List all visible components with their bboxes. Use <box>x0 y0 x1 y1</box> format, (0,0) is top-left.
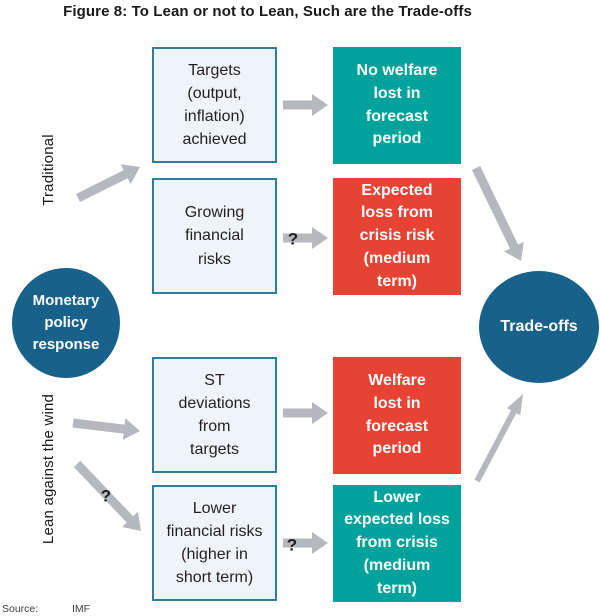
arrow-lean-branch-top <box>72 418 140 440</box>
branch-label-lean-against-the-wind: Lean against the wind <box>39 393 57 545</box>
box-expected-loss-crisis: Expected loss from crisis risk (medium t… <box>333 178 461 295</box>
box-targets-achieved: Targets (output, inflation) achieved <box>152 47 277 163</box>
arrow-row1 <box>283 94 328 116</box>
box-growing-financial-risks: Growing financial risks <box>152 178 277 294</box>
source-value: IMF <box>72 603 91 615</box>
question-mark-row2: ? <box>287 229 299 249</box>
arrow-to-tradeoffs-top <box>472 166 524 261</box>
figure-title: Figure 8: To Lean or not to Lean, Such a… <box>63 3 472 20</box>
arrow-traditional-branch <box>76 164 140 202</box>
arrow-to-tradeoffs-bottom <box>474 394 523 483</box>
branch-label-traditional: Traditional <box>39 134 57 206</box>
question-mark-lean-branch: ? <box>100 486 112 506</box>
source-label: Source: <box>2 603 39 615</box>
source-line: Source: IMF <box>2 603 90 615</box>
box-lower-financial-risks: Lower financial risks (higher in short t… <box>152 485 277 601</box>
trade-offs-node: Trade-offs <box>479 271 599 383</box>
arrow-row3 <box>283 402 328 424</box>
box-no-welfare-lost: No welfare lost in forecast period <box>333 47 461 164</box>
box-st-deviations: ST deviations from targets <box>152 357 277 473</box>
question-mark-row4: ? <box>286 535 298 555</box>
monetary-policy-response-node: Monetary policy response <box>12 268 120 378</box>
box-welfare-lost: Welfare lost in forecast period <box>333 357 461 474</box>
box-lower-expected-loss: Lower expected loss from crisis (medium … <box>333 485 461 602</box>
